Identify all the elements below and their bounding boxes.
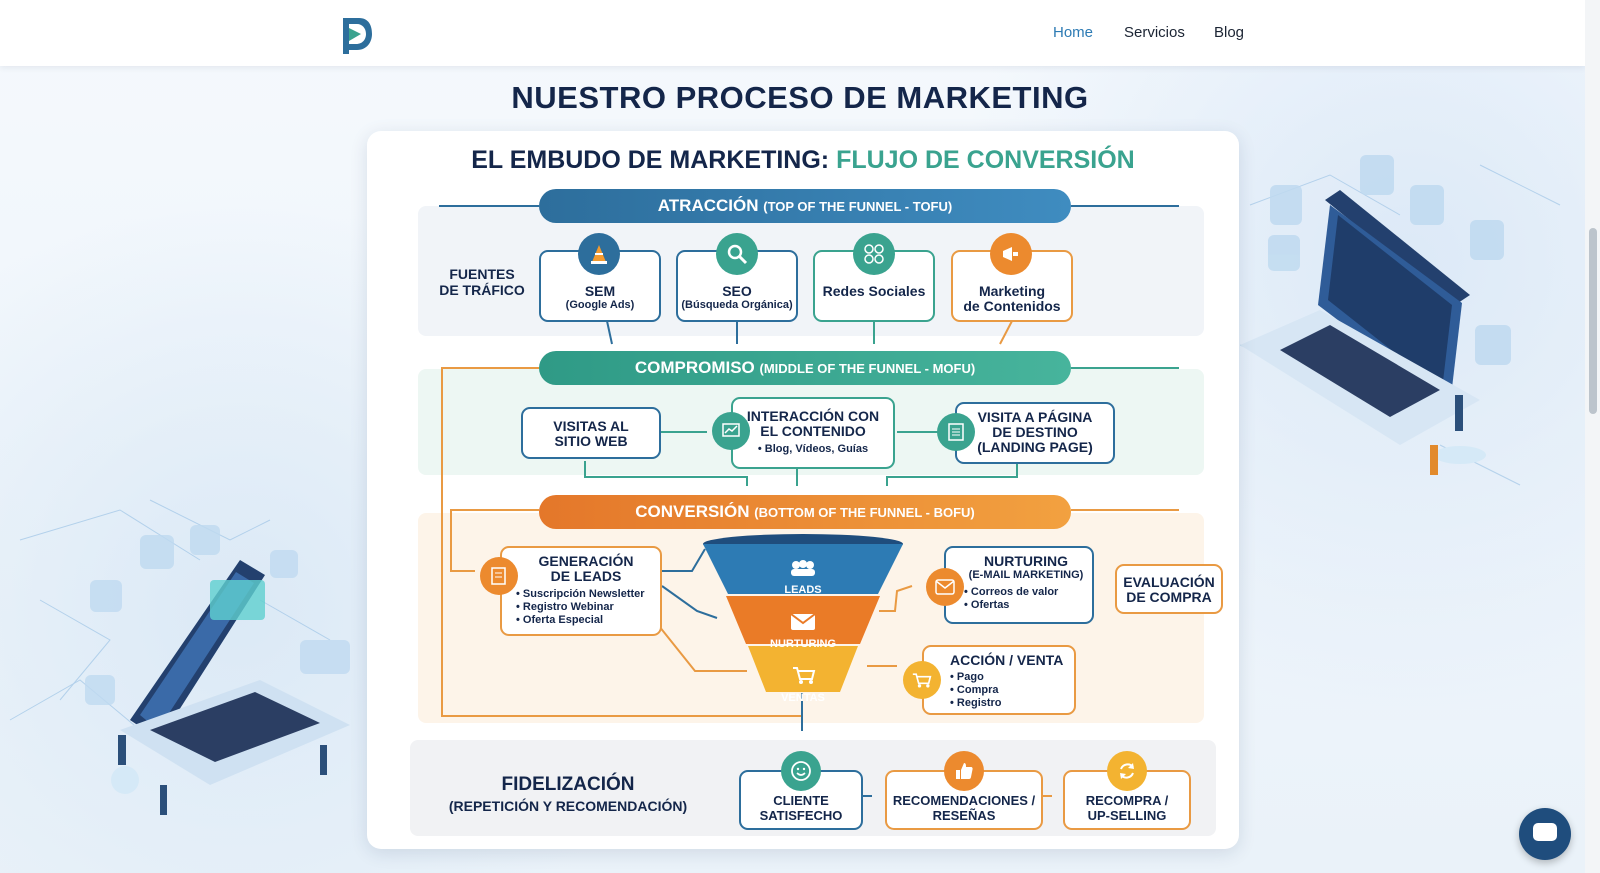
funnel-nurturing-icon (790, 613, 816, 636)
social-grid-icon (853, 233, 895, 275)
lead-gen-item: • Registro Webinar (516, 601, 614, 613)
diagram-title-main: EL EMBUDO DE MARKETING: (471, 146, 837, 174)
stage-conversion-name: CONVERSIÓN (635, 502, 750, 521)
megaphone-icon (990, 233, 1032, 275)
site-visits-line2: SITIO WEB (554, 433, 628, 449)
client-line1: CLIENTE (773, 793, 829, 808)
evaluation-line2: DE COMPRA (1126, 589, 1212, 605)
lead-gen-line2: DE LEADS (550, 568, 622, 584)
envelope-icon (790, 613, 816, 630)
refresh-icon (1107, 751, 1147, 791)
traffic-sources-label: FUENTES DE TRÁFICO (432, 266, 532, 298)
laptop-illustration-left (9, 499, 350, 815)
action-item: • Pago (950, 671, 984, 683)
form-icon (480, 557, 518, 595)
source-content-title: Marketing (978, 283, 1046, 299)
lead-gen-item: • Suscripción Newsletter (516, 588, 645, 600)
thumbs-up-icon (944, 751, 984, 791)
cone-icon (578, 233, 620, 275)
cart-icon (793, 667, 816, 684)
stage-engagement-pill: COMPROMISO (MIDDLE OF THE FUNNEL - MOFU) (539, 351, 1071, 385)
interaction-sub: • Blog, Vídeos, Guías (757, 443, 869, 455)
nurturing-item: • Ofertas (964, 599, 1010, 611)
reviews-line1: RECOMENDACIONES / (892, 793, 1036, 808)
client-line2: SATISFECHO (759, 808, 843, 823)
lead-gen-list: • Suscripción Newsletter • Registro Webi… (516, 588, 656, 627)
funnel-sales-icon (792, 666, 816, 689)
reviews-line2: RESEÑAS (932, 808, 996, 823)
diagram-title: EL EMBUDO DE MARKETING: FLUJO DE CONVERS… (367, 146, 1239, 175)
nurturing-line1: NURTURING (984, 553, 1068, 569)
stage-engagement-sub: (MIDDLE OF THE FUNNEL - MOFU) (759, 361, 976, 376)
loyalty-title: FIDELIZACIÓN (501, 774, 635, 795)
action-item: • Compra (950, 684, 999, 696)
nurturing-line2: (E-MAIL MARKETING) (968, 569, 1084, 581)
action-list: • Pago • Compra • Registro (950, 671, 1070, 710)
nav-blog-link[interactable]: Blog (1214, 24, 1245, 41)
nav-services-link[interactable]: Servicios (1124, 24, 1185, 41)
landing-page-card: VISITA A PÁGINA DE DESTINO (LANDING PAGE… (955, 402, 1115, 464)
stage-engagement-name: COMPROMISO (634, 358, 755, 377)
source-social-title: Redes Sociales (822, 283, 926, 299)
laptop-illustration-right (1240, 155, 1561, 486)
chart-icon (712, 412, 750, 450)
nurturing-item: • Correos de valor (964, 586, 1059, 598)
source-seo-sub: (Búsqueda Orgánica) (681, 299, 793, 311)
lead-generation-card: GENERACIÓN DE LEADS • Suscripción Newsle… (500, 546, 662, 636)
evaluation-line1: EVALUACIÓN (1123, 574, 1215, 590)
scrollbar-thumb[interactable] (1589, 228, 1597, 414)
scrollbar[interactable] (1585, 0, 1600, 873)
loyalty-label: FIDELIZACIÓN (REPETICIÓN Y RECOMENDACIÓN… (432, 774, 704, 814)
site-visits-card: VISITAS AL SITIO WEB (521, 407, 661, 459)
satisfied-client-card: CLIENTE SATISFECHO (739, 770, 863, 830)
lead-gen-item: • Oferta Especial (516, 614, 604, 626)
interaction-line2: EL CONTENIDO (760, 423, 866, 439)
landing-line1: VISITA A PÁGINA (977, 409, 1093, 425)
source-sem-sub: (Google Ads) (565, 299, 635, 311)
funnel-leads-icon (785, 560, 821, 581)
envelope-icon (926, 568, 964, 606)
nurturing-list: • Correos de valor • Ofertas (964, 586, 1088, 612)
traffic-label-line2: DE TRÁFICO (439, 282, 525, 298)
people-icon (791, 560, 815, 576)
loyalty-sub: (REPETICIÓN Y RECOMENDACIÓN) (448, 798, 688, 814)
purchase-evaluation-card: EVALUACIÓN DE COMPRA (1115, 564, 1223, 614)
content-interaction-card: INTERACCIÓN CON EL CONTENIDO • Blog, Víd… (731, 397, 895, 469)
funnel-sales-label: VENTAS (781, 692, 825, 704)
cart-icon (903, 661, 941, 699)
stage-attraction-name: ATRACCIÓN (657, 196, 759, 215)
flow-connectors (439, 205, 1179, 797)
action-sale-card: ACCIÓN / VENTA • Pago • Compra • Registr… (922, 645, 1076, 715)
landing-line2: DE DESTINO (992, 424, 1078, 440)
source-sem-title: SEM (584, 283, 616, 299)
site-visits-line1: VISITAS AL (553, 418, 629, 434)
interaction-line1: INTERACCIÓN CON (746, 408, 880, 424)
diagram-title-accent: FLUJO DE CONVERSIÓN (836, 146, 1135, 174)
top-navigation-bar: Home Servicios Blog (0, 0, 1585, 66)
stage-conversion-pill: CONVERSIÓN (BOTTOM OF THE FUNNEL - BOFU) (539, 495, 1071, 529)
document-icon (937, 413, 975, 451)
stage-attraction-pill: ATRACCIÓN (TOP OF THE FUNNEL - TOFU) (539, 189, 1071, 223)
stage-conversion-sub: (BOTTOM OF THE FUNNEL - BOFU) (754, 505, 975, 520)
stage-attraction-sub: (TOP OF THE FUNNEL - TOFU) (763, 199, 953, 214)
magnifier-icon (716, 233, 758, 275)
traffic-label-line1: FUENTES (449, 266, 515, 282)
page-title: NUESTRO PROCESO DE MARKETING (511, 80, 1089, 115)
funnel-nurturing-label: NURTURING (770, 638, 836, 650)
landing-line3: (LANDING PAGE) (977, 439, 1093, 455)
rebuy-upselling-card: RECOMPRA / UP-SELLING (1063, 770, 1191, 830)
action-title: ACCIÓN / VENTA (950, 652, 1064, 668)
chat-icon[interactable] (1519, 808, 1571, 860)
rebuy-line1: RECOMPRA / (1085, 793, 1169, 808)
smiley-icon (781, 751, 821, 791)
action-item: • Registro (950, 697, 1002, 709)
nav-home-link[interactable]: Home (1053, 24, 1094, 41)
lead-gen-line1: GENERACIÓN (538, 553, 634, 569)
nurturing-email-card: NURTURING (E-MAIL MARKETING) • Correos d… (944, 546, 1094, 624)
funnel-leads-label: LEADS (784, 584, 822, 596)
brand-logo[interactable] (341, 14, 373, 54)
source-seo-title: SEO (722, 283, 752, 299)
source-content-sub: de Contenidos (963, 298, 1061, 314)
rebuy-line2: UP-SELLING (1087, 808, 1167, 823)
